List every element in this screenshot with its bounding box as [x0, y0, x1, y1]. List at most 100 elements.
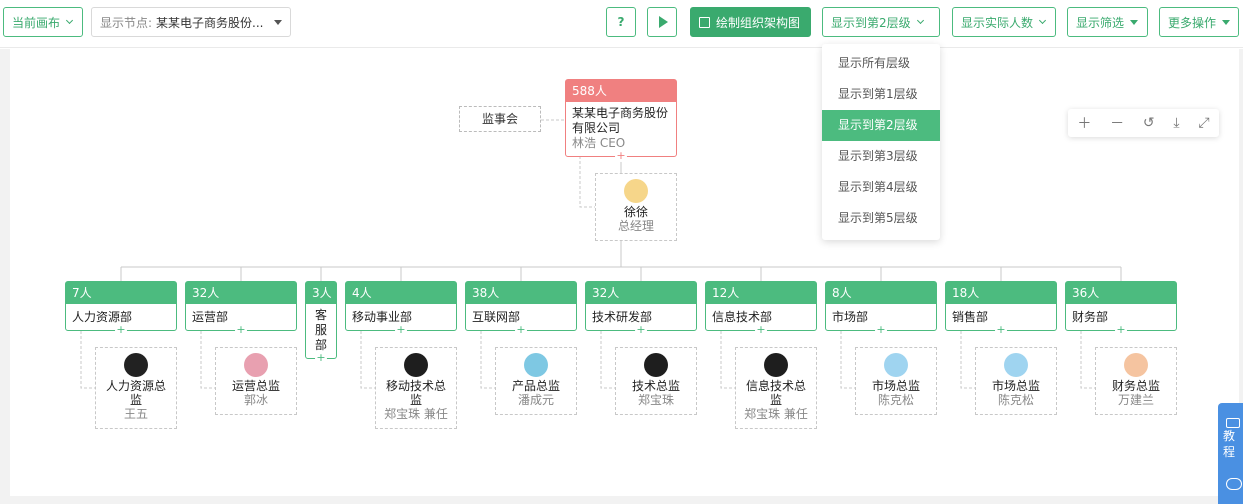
expand-plus-icon[interactable]: +: [615, 149, 627, 162]
avatar: [644, 353, 668, 377]
edit-icon: [699, 16, 710, 28]
manager-title: 市场总监: [871, 379, 920, 393]
department-count: 32人: [586, 282, 696, 304]
draw-chart-label: 绘制组织架构图: [716, 15, 801, 30]
count-select[interactable]: 显示实际人数: [952, 7, 1056, 37]
undo-icon[interactable]: ↺: [1142, 115, 1155, 131]
play-icon: [658, 16, 668, 28]
expand-plus-icon[interactable]: +: [235, 323, 247, 336]
avatar: [624, 179, 648, 203]
expand-plus-icon[interactable]: +: [1115, 323, 1127, 336]
root-name: 某某电子商务股份有限公司: [572, 106, 669, 135]
manager-card[interactable]: 技术总监郑宝珠: [615, 347, 697, 415]
manager-name: 郑宝珠: [637, 393, 674, 407]
caret-down-icon: [274, 19, 282, 25]
play-button[interactable]: [647, 7, 677, 37]
level-menu-item[interactable]: 显示到第3层级: [838, 149, 918, 163]
manager-title: 人力资源总监: [105, 379, 166, 407]
download-icon[interactable]: ⤓: [1173, 115, 1180, 131]
level-menu-item[interactable]: 显示到第1层级: [838, 87, 918, 101]
level-menu-items: 显示所有层级显示到第1层级显示到第2层级显示到第3层级显示到第4层级显示到第5层…: [822, 48, 940, 234]
root-node[interactable]: 588人 某某电子商务股份有限公司 林浩 CEO +: [565, 79, 677, 162]
supervisor-node[interactable]: 监事会: [459, 106, 541, 132]
department-node[interactable]: 36人财务部+: [1065, 281, 1177, 336]
gm-card[interactable]: 徐徐 总经理: [595, 173, 677, 241]
manager-card[interactable]: 市场总监陈克松: [855, 347, 937, 415]
node-select[interactable]: 显示节点: 某某电子商务股份...: [91, 7, 291, 37]
zoom-toolbar: ＋ － ↺ ⤓ ⤢: [1068, 109, 1219, 137]
manager-card[interactable]: 移动技术总监郑宝珠 兼任: [375, 347, 457, 429]
side-help-tab[interactable]: 教程: [1218, 403, 1243, 504]
node-select-label: 显示节点:: [100, 15, 153, 30]
manager-card[interactable]: 运营总监郭冰: [215, 347, 297, 415]
department-node[interactable]: 8人市场部+: [825, 281, 937, 336]
chevron-down-icon: [1038, 16, 1047, 24]
manager-card[interactable]: 人力资源总监王五: [95, 347, 177, 429]
department-count: 3人: [306, 282, 336, 304]
expand-plus-icon[interactable]: +: [515, 323, 527, 336]
manager-name: 万建兰: [1117, 393, 1154, 407]
level-dropdown-menu: 显示所有层级显示到第1层级显示到第2层级显示到第3层级显示到第4层级显示到第5层…: [822, 44, 940, 240]
department-name: 技术研发部: [592, 310, 653, 324]
root-person: 林浩 CEO: [572, 136, 626, 150]
avatar: [524, 353, 548, 377]
avatar: [404, 353, 428, 377]
manager-card[interactable]: 财务总监万建兰: [1095, 347, 1177, 415]
minus-icon[interactable]: －: [1110, 116, 1125, 132]
expand-plus-icon[interactable]: +: [395, 323, 407, 336]
count-select-label: 显示实际人数: [961, 15, 1034, 30]
department-count: 32人: [186, 282, 296, 304]
manager-card[interactable]: 信息技术总监郑宝珠 兼任: [735, 347, 817, 429]
department-name: 客服部: [315, 308, 328, 352]
department-count: 7人: [66, 282, 176, 304]
level-menu-item[interactable]: 显示到第5层级: [838, 211, 918, 225]
plus-icon[interactable]: ＋: [1077, 116, 1092, 132]
level-menu-item[interactable]: 显示到第4层级: [838, 180, 918, 194]
fullscreen-icon[interactable]: ⤢: [1198, 115, 1210, 131]
filter-select[interactable]: 显示筛选: [1067, 7, 1148, 37]
department-name: 人力资源部: [72, 310, 133, 324]
expand-plus-icon[interactable]: +: [995, 323, 1007, 336]
help-button[interactable]: ?: [606, 7, 636, 37]
canvas-select-label: 当前画布: [12, 15, 61, 30]
canvas-select[interactable]: 当前画布: [3, 7, 83, 37]
department-node[interactable]: 32人运营部+: [185, 281, 297, 336]
manager-title: 信息技术总监: [745, 379, 806, 407]
level-menu-item[interactable]: 显示到第2层级: [822, 110, 940, 141]
draw-chart-button[interactable]: 绘制组织架构图: [690, 7, 811, 37]
department-node[interactable]: 4人移动事业部+: [345, 281, 457, 336]
department-node[interactable]: 32人技术研发部+: [585, 281, 697, 336]
manager-name: 郑宝珠 兼任: [384, 407, 448, 421]
manager-name: 郑宝珠 兼任: [744, 407, 808, 421]
avatar: [764, 353, 788, 377]
avatar: [884, 353, 908, 377]
tutorial-label[interactable]: 教程: [1223, 429, 1236, 459]
department-count: 36人: [1066, 282, 1176, 304]
manager-card[interactable]: 市场总监陈克松: [975, 347, 1057, 415]
level-select[interactable]: 显示到第2层级: [822, 7, 940, 37]
department-node[interactable]: 18人销售部+: [945, 281, 1057, 336]
department-node[interactable]: 3人客服部+: [305, 281, 337, 364]
manager-name: 潘成元: [517, 393, 554, 407]
avatar: [244, 353, 268, 377]
department-node[interactable]: 12人信息技术部+: [705, 281, 817, 336]
manager-title: 市场总监: [991, 379, 1040, 393]
department-name: 移动事业部: [352, 310, 413, 324]
org-chart-canvas[interactable]: 监事会 588人 某某电子商务股份有限公司 林浩 CEO + 徐徐 总经理 7人…: [0, 44, 1243, 504]
manager-card[interactable]: 产品总监潘成元: [495, 347, 577, 415]
expand-plus-icon[interactable]: +: [875, 323, 887, 336]
expand-plus-icon[interactable]: +: [755, 323, 767, 336]
expand-plus-icon[interactable]: +: [315, 351, 327, 364]
more-actions-select[interactable]: 更多操作: [1159, 7, 1239, 37]
department-name: 互联网部: [472, 310, 521, 324]
department-node[interactable]: 38人互联网部+: [465, 281, 577, 336]
expand-plus-icon[interactable]: +: [115, 323, 127, 336]
department-node[interactable]: 7人人力资源部+: [65, 281, 177, 336]
expand-plus-icon[interactable]: +: [635, 323, 647, 336]
gm-title: 总经理: [617, 219, 654, 233]
level-select-label: 显示到第2层级: [831, 15, 911, 30]
manager-title: 财务总监: [1111, 379, 1160, 393]
level-menu-item[interactable]: 显示所有层级: [838, 56, 911, 70]
chat-icon[interactable]: [1226, 478, 1242, 490]
chevron-down-icon: [65, 16, 74, 24]
